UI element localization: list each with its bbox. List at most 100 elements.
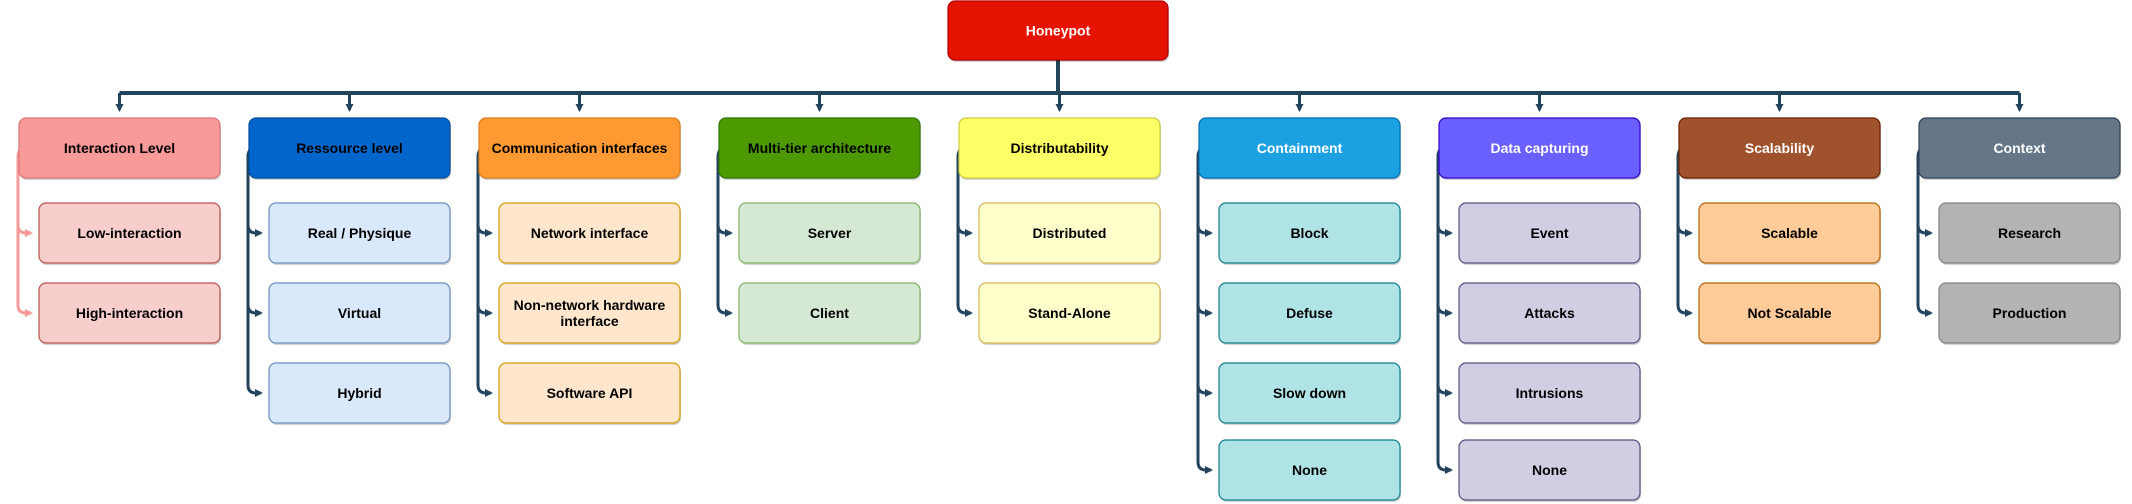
category-interaction-level: Interaction Level	[18, 117, 221, 180]
item-distributed-box	[978, 202, 1161, 264]
category-distributability-label: Distributability	[1010, 140, 1108, 156]
ressource-level-item-connector	[246, 146, 263, 397]
item-virtual: Virtual	[268, 282, 451, 345]
category-scalability-box	[1678, 117, 1881, 179]
item-low-interaction-box	[38, 202, 221, 264]
item-none-label: None	[1532, 462, 1567, 478]
category-data-capturing: Data capturing	[1438, 117, 1641, 180]
item-intrusions-box	[1458, 362, 1641, 424]
item-production-label: Production	[1993, 305, 2067, 321]
item-software-api-label: Software API	[547, 385, 633, 401]
category-data-capturing-label: Data capturing	[1490, 140, 1588, 156]
category-ressource-level-box	[248, 117, 451, 179]
item-real-physique-box	[268, 202, 451, 264]
item-production: Production	[1938, 282, 2121, 345]
item-software-api: Software API	[498, 362, 681, 425]
data-capturing-item-connector	[1436, 146, 1453, 397]
category-containment-label: Containment	[1257, 140, 1343, 156]
item-production-box	[1938, 282, 2121, 344]
nodes: Interaction LevelLow-interactionHigh-int…	[18, 0, 2121, 502]
item-hybrid: Hybrid	[268, 362, 451, 425]
item-event: Event	[1458, 202, 1641, 265]
category-interaction-level-box	[18, 117, 221, 179]
category-multi-tier-architecture: Multi-tier architecture	[718, 117, 921, 180]
item-research: Research	[1938, 202, 2121, 265]
item-attacks: Attacks	[1458, 282, 1641, 345]
item-hybrid-label: Hybrid	[337, 385, 381, 401]
category-interaction-level-label: Interaction Level	[64, 140, 175, 156]
category-communication-interfaces: Communication interfaces	[478, 117, 681, 180]
item-server-box	[738, 202, 921, 264]
item-stand-alone: Stand-Alone	[978, 282, 1161, 345]
item-defuse: Defuse	[1218, 282, 1401, 345]
item-distributed-label: Distributed	[1033, 225, 1107, 241]
category-communication-interfaces-label: Communication interfaces	[492, 140, 668, 156]
item-software-api-box	[498, 362, 681, 424]
item-defuse-box	[1218, 282, 1401, 344]
item-scalable-label: Scalable	[1761, 225, 1818, 241]
item-server: Server	[738, 202, 921, 265]
item-hybrid-box	[268, 362, 451, 424]
item-event-box	[1458, 202, 1641, 264]
category-containment: Containment	[1198, 117, 1401, 180]
category-context-label: Context	[1993, 140, 2045, 156]
item-scalable: Scalable	[1698, 202, 1881, 265]
item-not-scalable-label: Not Scalable	[1747, 305, 1831, 321]
root-honeypot-label: Honeypot	[1026, 23, 1091, 39]
item-none-box	[1218, 439, 1401, 501]
item-slow-down: Slow down	[1218, 362, 1401, 425]
item-server-label: Server	[808, 225, 852, 241]
item-high-interaction-label: High-interaction	[76, 305, 183, 321]
item-virtual-label: Virtual	[338, 305, 381, 321]
item-block: Block	[1218, 202, 1401, 265]
category-ressource-level-label: Ressource level	[296, 140, 403, 156]
item-low-interaction: Low-interaction	[38, 202, 221, 265]
item-not-scalable: Not Scalable	[1698, 282, 1881, 345]
item-attacks-label: Attacks	[1524, 305, 1575, 321]
item-real-physique-label: Real / Physique	[308, 225, 412, 241]
communication-interfaces-item-connector	[476, 146, 493, 397]
item-defuse-label: Defuse	[1286, 305, 1333, 321]
category-ressource-level: Ressource level	[248, 117, 451, 180]
category-scalability: Scalability	[1678, 117, 1881, 180]
item-intrusions-label: Intrusions	[1516, 385, 1584, 401]
item-block-label: Block	[1290, 225, 1328, 241]
item-none: None	[1218, 439, 1401, 502]
item-stand-alone-label: Stand-Alone	[1028, 305, 1111, 321]
category-communication-interfaces-box	[478, 117, 681, 179]
item-high-interaction-box	[38, 282, 221, 344]
item-network-interface-label: Network interface	[531, 225, 649, 241]
item-event-label: Event	[1530, 225, 1568, 241]
containment-item-connector	[1196, 146, 1213, 397]
item-scalable-box	[1698, 202, 1881, 264]
item-non-network-hardware-interface-label: interface	[560, 313, 619, 329]
item-high-interaction: High-interaction	[38, 282, 221, 345]
item-none: None	[1458, 439, 1641, 502]
category-multi-tier-architecture-label: Multi-tier architecture	[748, 140, 891, 156]
item-slow-down-box	[1218, 362, 1401, 424]
item-non-network-hardware-interface-box	[498, 282, 681, 344]
category-containment-box	[1198, 117, 1401, 179]
item-attacks-box	[1458, 282, 1641, 344]
item-network-interface-box	[498, 202, 681, 264]
item-intrusions: Intrusions	[1458, 362, 1641, 425]
category-context-box	[1918, 117, 2121, 179]
category-multi-tier-architecture-box	[718, 117, 921, 179]
item-not-scalable-box	[1698, 282, 1881, 344]
category-scalability-label: Scalability	[1745, 140, 1814, 156]
item-none-label: None	[1292, 462, 1327, 478]
item-research-label: Research	[1998, 225, 2061, 241]
root-honeypot-box	[947, 0, 1169, 61]
item-client-box	[738, 282, 921, 344]
item-client-label: Client	[810, 305, 849, 321]
item-research-box	[1938, 202, 2121, 264]
item-distributed: Distributed	[978, 202, 1161, 265]
category-distributability: Distributability	[958, 117, 1161, 180]
item-non-network-hardware-interface-label: Non-network hardware	[514, 297, 666, 313]
item-virtual-box	[268, 282, 451, 344]
item-none-box	[1458, 439, 1641, 501]
item-client: Client	[738, 282, 921, 345]
item-stand-alone-box	[978, 282, 1161, 344]
